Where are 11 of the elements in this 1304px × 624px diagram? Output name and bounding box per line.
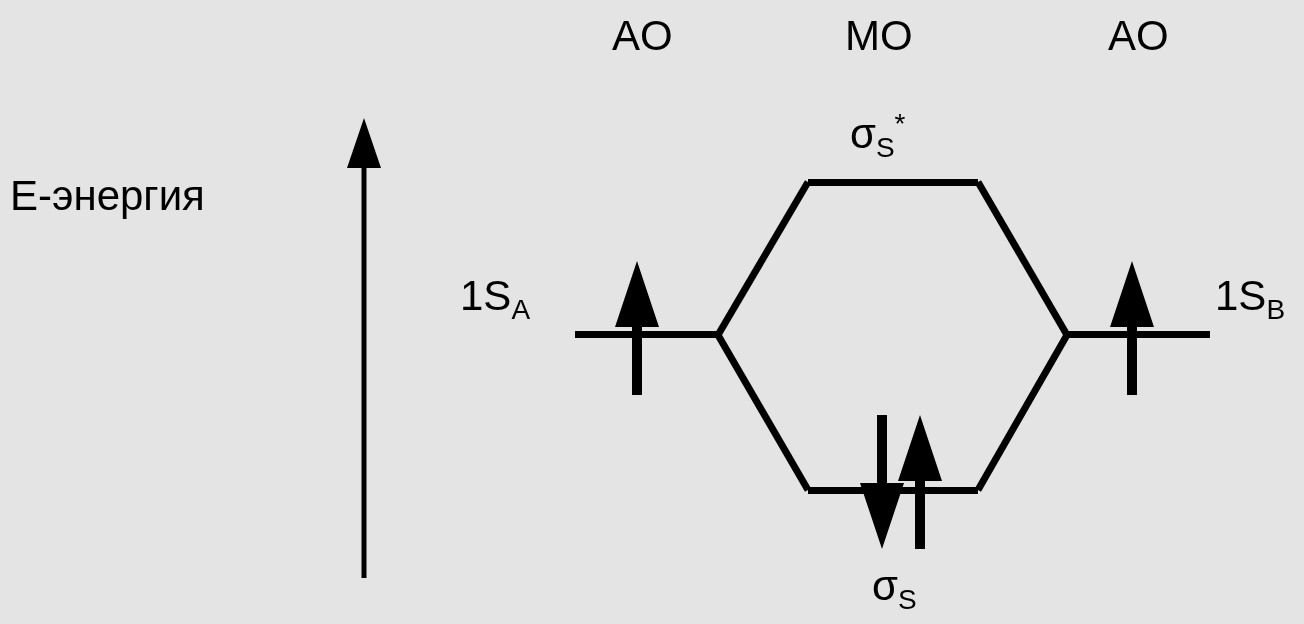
column-heading: AO [1108, 15, 1169, 57]
column-heading: MO [845, 15, 913, 57]
axis-label: E-энергия [10, 175, 205, 217]
connector-line [974, 180, 1071, 337]
level-label: 1S$_{B}$ [1215, 275, 1286, 325]
column-heading: AO [612, 15, 673, 57]
level-label: σ$_{S}$ [872, 565, 917, 615]
connector-line [974, 333, 1071, 492]
level-label: 1S$_{A}$ [460, 275, 531, 325]
connector-line [714, 333, 812, 492]
connector-line [715, 180, 811, 337]
